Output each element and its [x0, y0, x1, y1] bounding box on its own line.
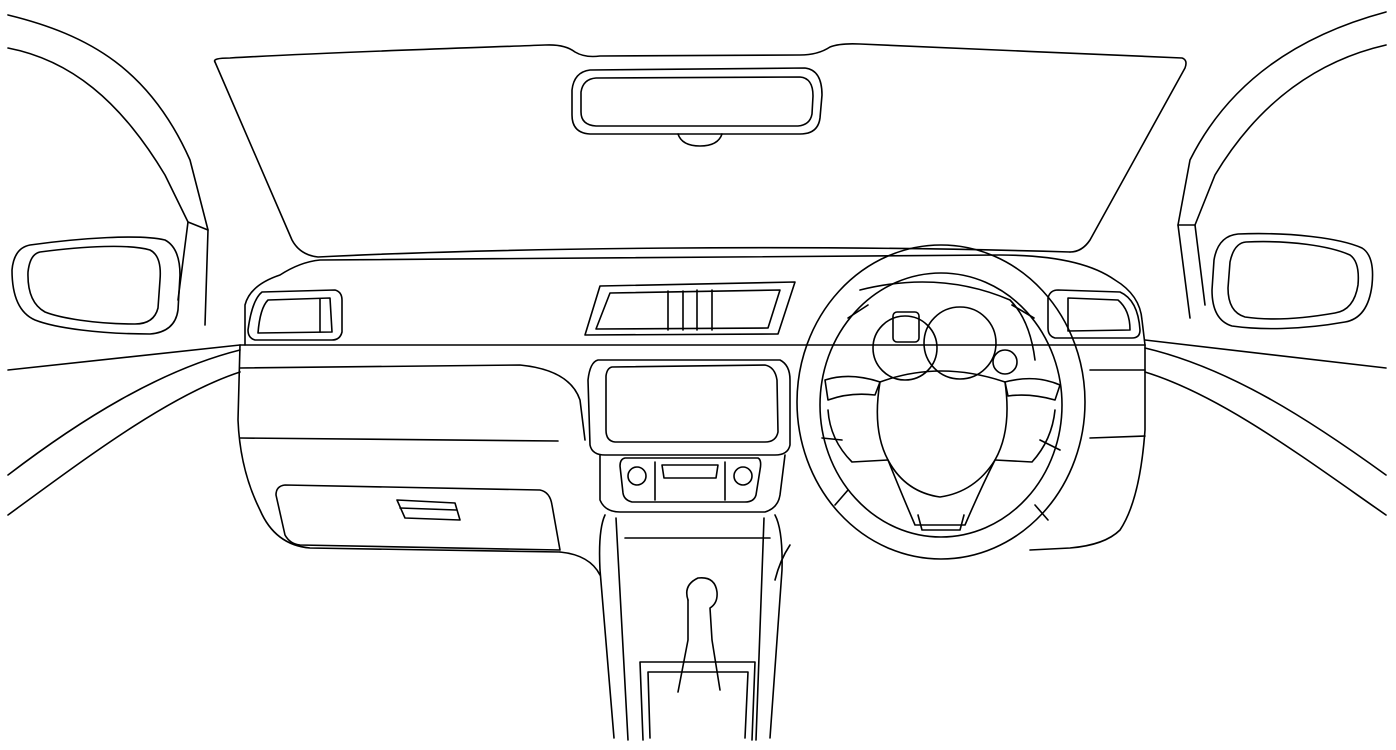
center-console [598, 514, 783, 741]
instrument-cluster [859, 281, 1036, 381]
left-air-vent [247, 289, 343, 341]
glovebox [275, 484, 561, 551]
left-a-pillar [7, 14, 209, 326]
right-air-vent [1047, 289, 1141, 339]
right-climate-knob-icon [733, 466, 753, 486]
right-door-lines [1144, 339, 1387, 516]
left-side-mirror [11, 236, 181, 335]
left-climate-knob-icon [627, 466, 647, 486]
rearview-mirror [571, 67, 823, 147]
speedometer-icon [872, 315, 938, 381]
infotainment-screen [587, 359, 791, 456]
gear-shifter [639, 576, 756, 741]
steering-wheel [796, 244, 1086, 560]
center-air-vent [584, 281, 796, 336]
climate-control-panel [599, 454, 786, 513]
right-side-mirror [1211, 232, 1374, 330]
right-a-pillar [1177, 11, 1387, 319]
dashboard [237, 254, 1146, 581]
tachometer-icon [923, 306, 997, 380]
windshield [213, 43, 1187, 258]
left-door-lines [7, 344, 241, 516]
